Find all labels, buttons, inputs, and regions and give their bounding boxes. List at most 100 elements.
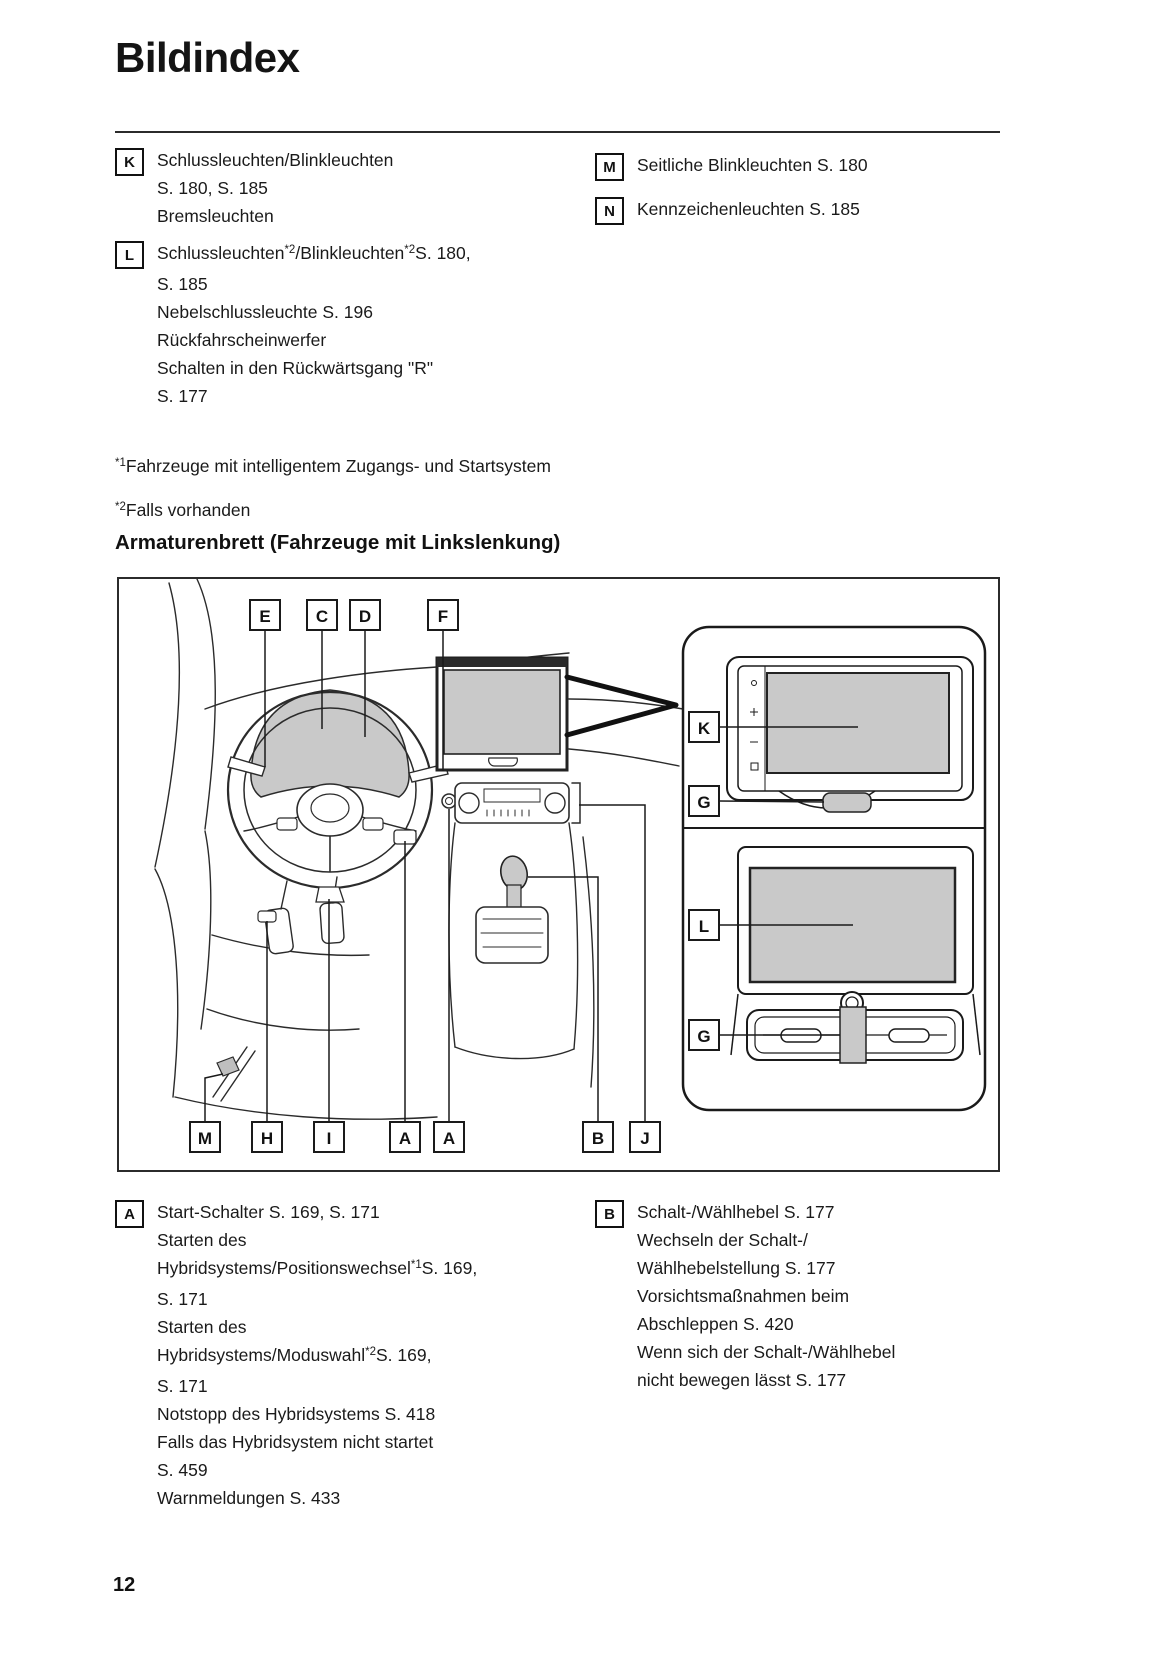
item-line: Falls das Hybridsystem nicht startet [157,1432,434,1452]
dashboard-art [154,578,684,1120]
label-E: E [249,599,281,631]
page-title: Bildindex [115,34,300,81]
label-M: M [189,1121,221,1153]
item-line: Start-Schalter S. 169, S. 171 [157,1202,380,1222]
item-tag-box: N [595,197,624,225]
section-heading: Armaturenbrett (Fahrzeuge mit Linkslenku… [115,531,561,554]
superscript: *1 [410,1259,422,1271]
item-line: Wählhebelstellung S. 177 [637,1258,836,1278]
item-line: Rückfahrscheinwerfer [157,330,327,350]
item-line: Schlussleuchten/Blinkleuchten [157,150,394,170]
label-L: L [688,909,720,941]
svg-text:G: G [697,1027,710,1046]
label-H: H [251,1121,283,1153]
item-line: S. 459 [157,1460,208,1480]
item-tag-box: M [595,153,624,181]
item-line: Wenn sich der Schalt-/Wählhebel [637,1342,896,1362]
item-line: Warnmeldungen S. 433 [157,1488,341,1508]
index-item: N Kennzeichenleuchten S. 185 [595,195,1000,225]
item-line: Bremsleuchten [157,206,274,226]
label-C: C [306,599,338,631]
leader-lines [204,630,858,1122]
item-tag-box: B [595,1200,624,1228]
svg-text:K: K [698,719,711,738]
item-line: Schlussleuchten*2/Blinkleuchten*2S. 180, [157,243,471,263]
item-line: Wechseln der Schalt-/ [637,1230,808,1250]
item-line: Notstopp des Hybridsystems S. 418 [157,1404,436,1424]
label-D: D [349,599,381,631]
svg-text:E: E [259,607,270,626]
svg-text:A: A [443,1129,455,1148]
page-number: 12 [113,1574,136,1596]
index-item: M Seitliche Blinkleuchten S. 180 [595,151,1000,181]
item-line: nicht bewegen lässt S. 177 [637,1370,847,1390]
label-G-top: G [688,785,720,817]
label-G-bottom: G [688,1019,720,1051]
item-lines: Seitliche Blinkleuchten S. 180 [637,151,868,181]
superscript: *2 [115,501,126,513]
index-item: K Schlussleuchten/Blinkleuchten S. 180, S.… [115,146,595,230]
diagram-labels: E C D F K G L G M H I A A B J [189,599,720,1153]
item-line: Nebelschlussleuchte S. 196 [157,302,373,322]
label-B: B [582,1121,614,1153]
item-tag-box: L [115,241,144,269]
item-lines: Kennzeichenleuchten S. 185 [637,195,860,225]
footnote-1: *1Fahrzeuge mit intelligentem Zugangs- u… [115,456,551,476]
svg-text:D: D [359,607,371,626]
item-line: Abschleppen S. 420 [637,1314,794,1334]
horizontal-rule [115,131,1000,133]
item-line: Schalt-/Wählhebel S. 177 [637,1202,835,1222]
item-line: S. 171 [157,1376,208,1396]
label-F: F [427,599,459,631]
top-index-section: K Schlussleuchten/Blinkleuchten S. 180, S.… [115,146,1000,419]
svg-text:H: H [261,1129,273,1148]
svg-text:G: G [697,793,710,812]
svg-text:M: M [198,1129,212,1148]
svg-text:A: A [399,1129,411,1148]
item-line: Schalten in den Rückwärtsgang "R" [157,358,434,378]
svg-text:J: J [640,1129,649,1148]
svg-text:I: I [327,1129,332,1148]
top-index-left-column: K Schlussleuchten/Blinkleuchten S. 180, S.… [115,146,595,419]
footnotes: *1Fahrzeuge mit intelligentem Zugangs- u… [115,452,551,540]
svg-text:F: F [438,607,448,626]
label-A2: A [433,1121,465,1153]
item-lines: Schlussleuchten*2/Blinkleuchten*2S. 180,… [157,239,471,410]
superscript: *2 [284,244,296,256]
item-tag-box: K [115,148,144,176]
item-line: S. 185 [157,274,208,294]
footnote-2: *2Falls vorhanden [115,500,251,520]
item-line: Starten des [157,1230,247,1250]
item-tag-box: A [115,1200,144,1228]
dashboard-diagram: E C D F K G L G M H I A A B J [117,577,1000,1172]
item-line: Starten des [157,1317,247,1337]
item-line: S. 177 [157,386,208,406]
label-A1: A [389,1121,421,1153]
superscript: *2 [365,1346,376,1358]
superscript: *1 [115,457,126,469]
index-item: L Schlussleuchten*2/Blinkleuchten*2S. 180… [115,239,595,410]
svg-text:B: B [592,1129,604,1148]
svg-text:C: C [316,607,328,626]
superscript: *2 [404,244,416,256]
item-line: S. 180, S. 185 [157,178,268,198]
item-line: Hybridsystems/Moduswahl*2S. 169, [157,1345,432,1365]
item-line: S. 171 [157,1289,208,1309]
item-line: Hybridsystems/Positionswechsel*1S. 169, [157,1258,478,1278]
item-lines: Schlussleuchten/Blinkleuchten S. 180, S. … [157,146,393,230]
svg-text:L: L [699,917,709,936]
item-line: Seitliche Blinkleuchten S. 180 [637,155,868,175]
item-line: Kennzeichenleuchten S. 185 [637,199,860,219]
label-I: I [313,1121,345,1153]
label-K: K [688,711,720,743]
enlarged-panel [681,625,987,1112]
